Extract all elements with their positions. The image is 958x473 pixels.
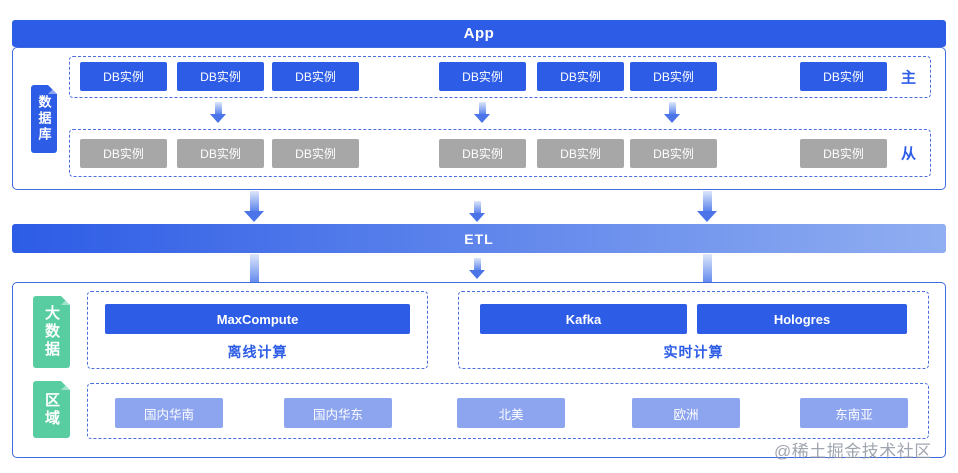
- db-slave-row: DB实例 DB实例 DB实例 DB实例 DB实例 DB实例 DB实例 从: [69, 129, 931, 177]
- database-section-label-text: 数据库: [36, 95, 52, 143]
- db-instance-box: DB实例: [630, 62, 717, 91]
- db-instance-box: DB实例: [800, 62, 887, 91]
- db-instance-box: DB实例: [439, 62, 526, 91]
- region-group: 国内华南 国内华东 北美 欧洲 东南亚: [87, 383, 929, 439]
- database-section: 数据库 DB实例 DB实例 DB实例 DB实例 DB实例 DB实例 DB实例 主…: [12, 47, 946, 190]
- db-instance-box: DB实例: [272, 62, 359, 91]
- db-instance-box: DB实例: [439, 139, 526, 168]
- db-instance-box: DB实例: [80, 62, 167, 91]
- arrow-down-icon: [469, 258, 485, 279]
- db-instance-box: DB实例: [177, 139, 264, 168]
- region-section-label-text: 区域: [43, 391, 60, 428]
- db-instance-box: DB实例: [537, 62, 624, 91]
- realtime-compute-group: Kafka Hologres 实时计算: [458, 291, 929, 369]
- master-tag: 主: [900, 69, 916, 87]
- db-instance-box: DB实例: [80, 139, 167, 168]
- app-bar-label: App: [463, 25, 495, 42]
- slave-tag: 从: [900, 145, 916, 163]
- region-box: 东南亚: [800, 398, 908, 428]
- arrow-down-icon: [469, 201, 485, 222]
- region-box: 国内华南: [115, 398, 223, 428]
- bigdata-section-label-text: 大数据: [43, 305, 60, 359]
- db-master-row: DB实例 DB实例 DB实例 DB实例 DB实例 DB实例 DB实例 主: [69, 56, 931, 98]
- hologres-box: Hologres: [697, 304, 907, 334]
- region-section-label: 区域: [33, 381, 70, 438]
- db-instance-box: DB实例: [630, 139, 717, 168]
- watermark: @稀土掘金技术社区: [774, 442, 932, 461]
- region-box: 欧洲: [632, 398, 740, 428]
- arrow-down-icon: [244, 191, 264, 222]
- db-instance-box: DB实例: [537, 139, 624, 168]
- db-instance-box: DB实例: [177, 62, 264, 91]
- app-bar: App: [12, 20, 946, 47]
- region-box: 国内华东: [284, 398, 392, 428]
- database-section-label: 数据库: [31, 85, 57, 153]
- offline-caption: 离线计算: [227, 344, 288, 360]
- offline-compute-group: MaxCompute 离线计算: [87, 291, 428, 369]
- region-box: 北美: [457, 398, 565, 428]
- db-instance-box: DB实例: [800, 139, 887, 168]
- kafka-box: Kafka: [480, 304, 687, 334]
- realtime-caption: 实时计算: [663, 344, 724, 360]
- etl-bar-label: ETL: [464, 230, 494, 247]
- arrow-down-icon: [474, 102, 490, 123]
- arrow-down-icon: [697, 191, 717, 222]
- maxcompute-box: MaxCompute: [105, 304, 410, 334]
- arrow-down-icon: [210, 102, 226, 123]
- bigdata-region-section: 大数据 MaxCompute 离线计算 Kafka Hologres 实时计算 …: [12, 282, 946, 458]
- etl-bar: ETL: [12, 224, 946, 253]
- bigdata-section-label: 大数据: [33, 296, 70, 368]
- db-instance-box: DB实例: [272, 139, 359, 168]
- arrow-down-icon: [664, 102, 680, 123]
